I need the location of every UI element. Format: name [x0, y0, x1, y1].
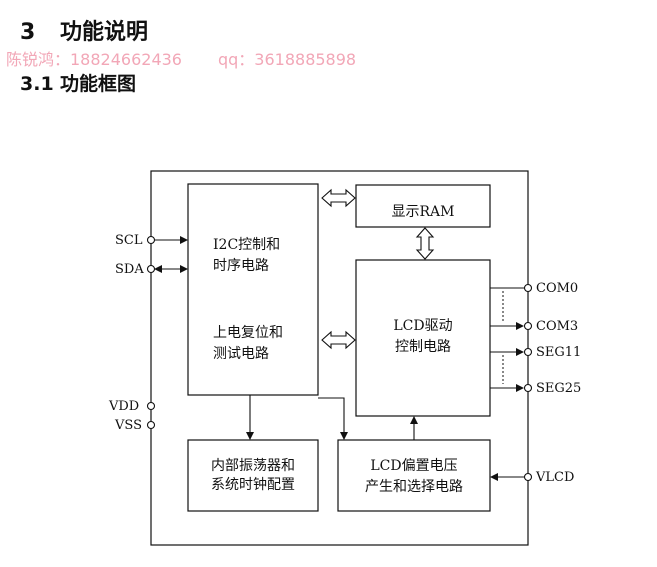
seg25-pin: [523, 383, 533, 393]
bias-block-line2: 产生和选择电路: [365, 479, 463, 495]
ram-block-label: 显示RAM: [392, 204, 455, 220]
com3-pin: [523, 321, 533, 331]
scl-label: SCL: [115, 233, 143, 248]
watermark-qq: qq：3618885898: [217, 50, 357, 69]
subsection-title: 功能框图: [60, 73, 137, 95]
i2c-block-line3: 上电复位和: [213, 324, 283, 341]
i2c-control-block: [187, 183, 319, 396]
bias-voltage-block: [337, 439, 491, 512]
driver-block-line1: LCD驱动: [393, 318, 452, 334]
sda-pin: [146, 264, 156, 274]
vlcd-pin: [523, 472, 533, 482]
i2c-driver-double-arrow: [321, 330, 356, 350]
section-title: 功能说明: [60, 20, 149, 45]
contact-watermark: 陈锐鸿：18824662436 qq：3618885898: [6, 46, 356, 70]
osc-block-line1: 内部振荡器和: [211, 458, 295, 474]
i2c-block-line4: 测试电路: [213, 346, 269, 362]
vlcd-label: VLCD: [535, 470, 574, 485]
seg11-label: SEG11: [536, 345, 581, 360]
section-number: 3: [20, 20, 36, 45]
vss-pin: [146, 420, 156, 430]
oscillator-block: [187, 439, 319, 512]
com3-label: COM3: [536, 319, 578, 334]
display-ram-block: [355, 184, 491, 228]
vss-label: VSS: [114, 418, 142, 433]
sda-label: SDA: [115, 262, 144, 277]
com0-pin: [523, 283, 533, 293]
watermark-contact: 陈锐鸿：18824662436: [6, 50, 182, 69]
i2c-block-line1: I2C控制和: [213, 237, 280, 253]
osc-block-line2: 系统时钟配置: [211, 476, 295, 493]
seg11-pin: [523, 347, 533, 357]
com0-label: COM0: [536, 281, 578, 296]
bias-block-line1: LCD偏置电压: [370, 458, 457, 474]
seg25-label: SEG25: [536, 381, 581, 396]
vdd-label: VDD: [108, 399, 139, 414]
driver-block-line2: 控制电路: [395, 339, 451, 355]
section-heading: 3 功能说明: [20, 14, 148, 46]
subsection-number: 3.1: [20, 73, 54, 95]
lcd-driver-block: [355, 259, 491, 417]
i2c-to-bias-arrow: [318, 397, 348, 440]
i2c-ram-double-arrow: [321, 188, 356, 208]
vdd-pin: [146, 401, 156, 411]
subsection-heading: 3.1 功能框图: [20, 69, 136, 96]
scl-pin: [146, 235, 156, 245]
i2c-block-line2: 时序电路: [213, 258, 269, 274]
chip-outline: [150, 170, 529, 546]
ram-driver-double-arrow: [415, 227, 435, 260]
